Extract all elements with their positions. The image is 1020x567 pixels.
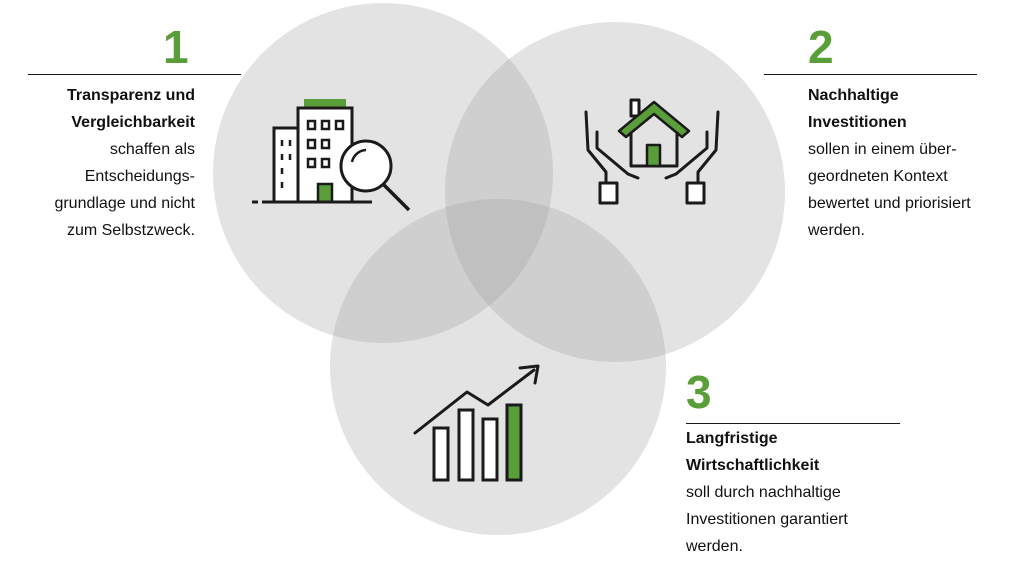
item-3-body-line: Investitionen garantiert	[686, 511, 848, 528]
item-3-title-line: Langfristige	[686, 430, 778, 447]
item-2-body-line: sollen in einem über-	[808, 141, 957, 158]
item-1-body-line: zum Selbstzweck.	[66, 222, 195, 239]
item-1-title-line: Vergleichbarkeit	[71, 114, 195, 131]
item-1-body-line: Entscheidungs-	[84, 168, 195, 185]
item-2-title-line: Nachhaltige	[808, 87, 899, 104]
item-2-body-line: werden.	[808, 222, 865, 239]
item-1-body-line: schaffen als	[109, 141, 195, 158]
item-2-body-line: bewertet und priorisiert	[808, 195, 971, 212]
item-2-title-line: Investitionen	[808, 114, 907, 131]
item-3-divider	[686, 423, 900, 424]
house-in-hands-icon	[584, 98, 720, 205]
item-1-text: Transparenz und Vergleichbarkeit schaffe…	[28, 82, 195, 244]
item-2-text: Nachhaltige Investitionen sollen in eine…	[808, 82, 1008, 244]
item-2-divider	[764, 74, 977, 75]
item-3-title-line: Wirtschaftlichkeit	[686, 457, 820, 474]
circle-3	[330, 199, 666, 535]
item-3-text: Langfristige Wirtschaftlichkeit soll dur…	[686, 425, 906, 560]
item-3-body-line: soll durch nachhaltige	[686, 484, 841, 501]
growth-bar-chart-icon	[413, 364, 540, 482]
building-magnifier-icon	[252, 99, 411, 212]
item-2-body-line: geordneten Kontext	[808, 168, 948, 185]
item-1-title-line: Transparenz und	[66, 87, 195, 104]
item-3-number: 3	[686, 366, 712, 418]
item-1-body-line: grundlage und nicht	[54, 195, 195, 212]
item-3-body-line: werden.	[686, 538, 743, 555]
item-2-number: 2	[808, 21, 834, 73]
item-1-number: 1	[163, 21, 189, 73]
item-1-divider	[28, 74, 241, 75]
